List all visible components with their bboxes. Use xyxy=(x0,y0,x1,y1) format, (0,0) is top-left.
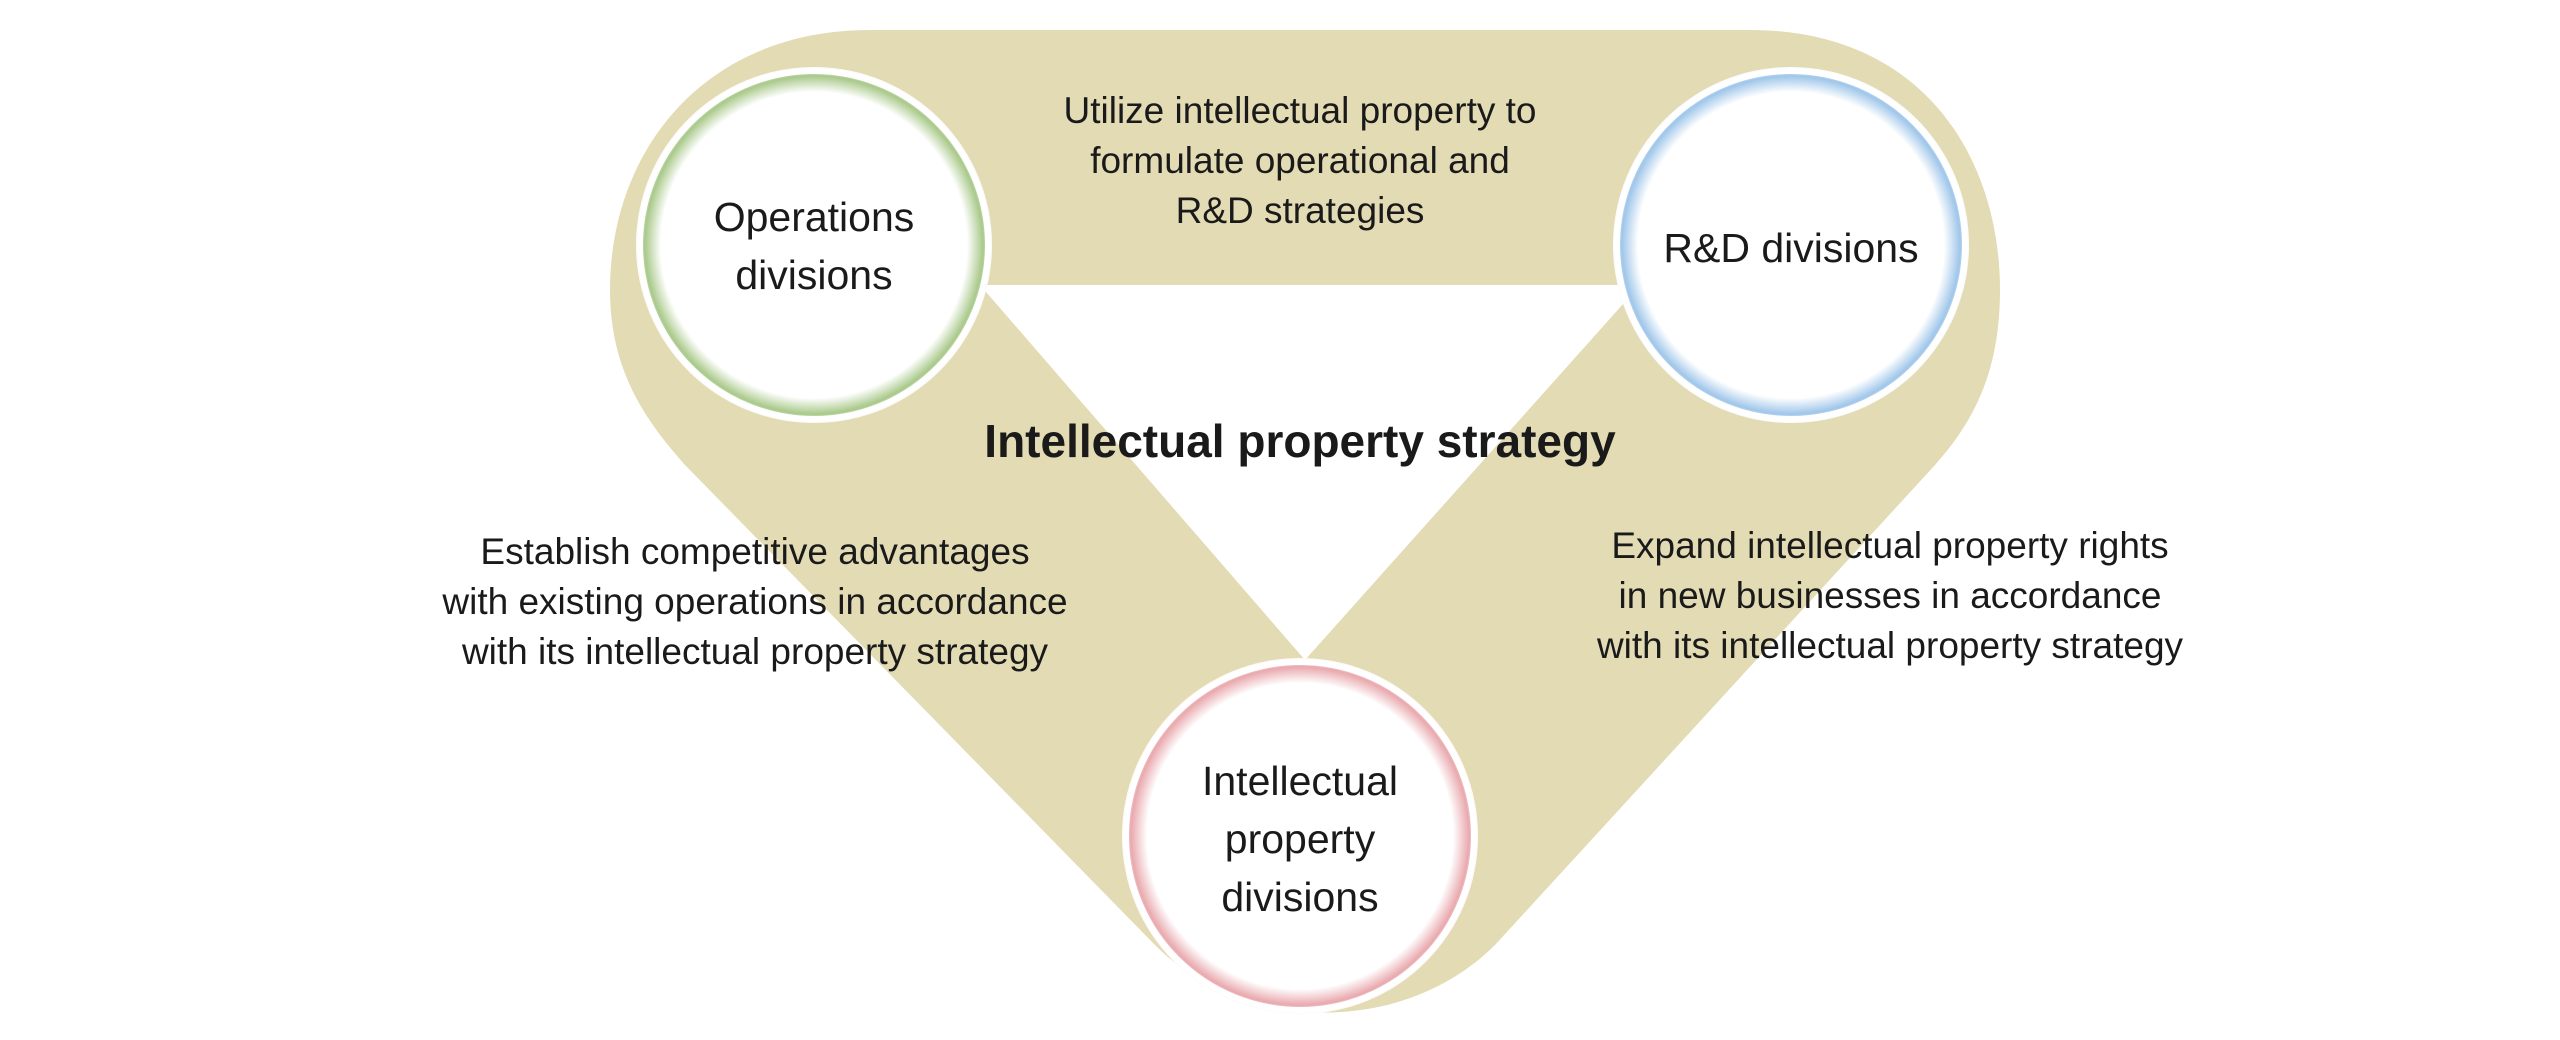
ip-divisions-label: Intellectual property divisions xyxy=(1201,758,1398,920)
ip-divisions-node xyxy=(1122,658,1478,1014)
rnd-divisions-node xyxy=(1613,67,1969,423)
operations-divisions-label: Operations divisions xyxy=(713,194,915,298)
operations-rnd-relation-label: Utilize intellectual property to formula… xyxy=(1063,90,1537,231)
operations-ip-relation-label: Establish competitive advantages with ex… xyxy=(442,531,1068,672)
diagram-title: Intellectual property strategy xyxy=(984,415,1616,467)
rnd-divisions-label: R&D divisions xyxy=(1663,225,1919,271)
operations-divisions-node xyxy=(636,67,992,423)
rnd-ip-relation-label: Expand intellectual property rights in n… xyxy=(1596,525,2184,666)
